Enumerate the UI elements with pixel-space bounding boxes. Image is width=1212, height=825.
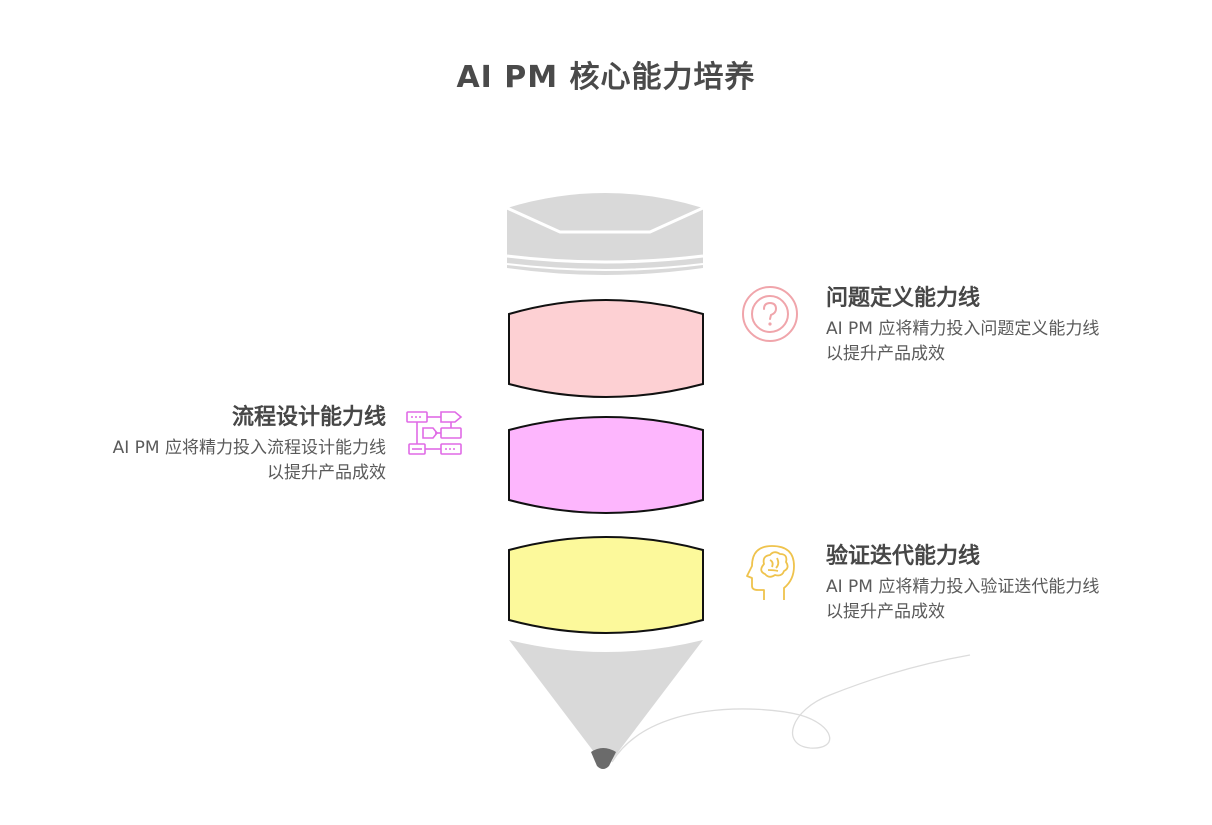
segment-process-design (508, 416, 704, 514)
segment-problem-definition (508, 299, 704, 398)
callout-title-process: 流程设计能力线 (231, 405, 386, 430)
callout-desc-process-line2: 以提升产品成效 (267, 463, 386, 483)
callout-desc-verify-line1: AI PM 应将精力投入验证迭代能力线 (826, 577, 1100, 597)
flowchart-icon (406, 411, 463, 455)
brain-head-icon (746, 545, 795, 600)
callout-title-problem: 问题定义能力线 (826, 286, 981, 311)
callout-process-design: 流程设计能力线 AI PM 应将精力投入流程设计能力线 以提升产品成效 (113, 403, 386, 486)
callout-title-verify: 验证迭代能力线 (826, 544, 981, 569)
question-circle-icon (742, 286, 798, 342)
callout-problem-definition: 问题定义能力线 AI PM 应将精力投入问题定义能力线 以提升产品成效 (826, 284, 1099, 367)
decorative-swoosh (611, 654, 971, 763)
segment-verify-iterate (508, 536, 704, 634)
callout-desc-problem-line1: AI PM 应将精力投入问题定义能力线 (826, 319, 1100, 339)
callout-desc-problem-line2: 以提升产品成效 (826, 344, 945, 364)
pencil-eraser-cap (506, 193, 704, 275)
callout-desc-verify-line2: 以提升产品成效 (826, 602, 945, 622)
callout-desc-process-line1: AI PM 应将精力投入流程设计能力线 (112, 438, 386, 458)
page-title: AI PM 核心能力培养 (456, 60, 756, 95)
pencil-cone (509, 640, 703, 769)
callout-verify-iterate: 验证迭代能力线 AI PM 应将精力投入验证迭代能力线 以提升产品成效 (826, 542, 1099, 625)
